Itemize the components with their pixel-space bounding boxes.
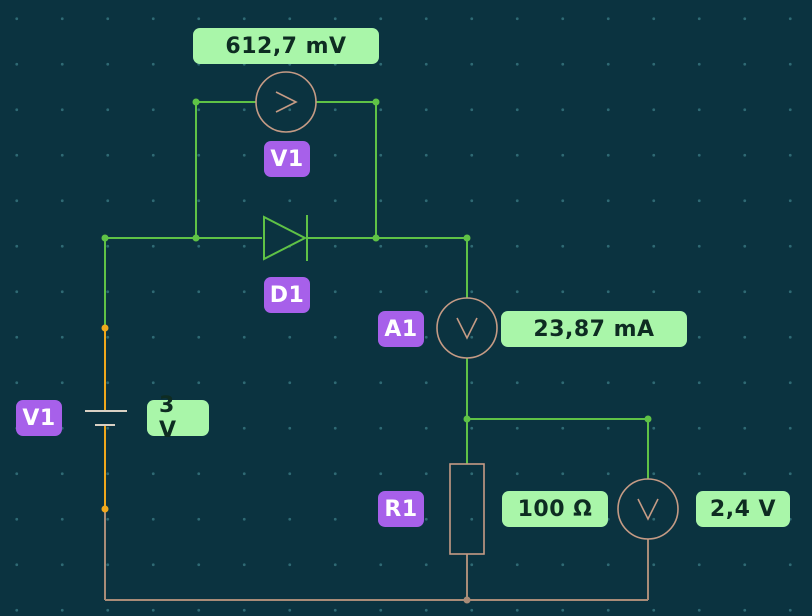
voltmeter-resistor-symbol[interactable] [617, 478, 679, 540]
resistor-name: R1 [378, 491, 424, 527]
node [372, 234, 380, 242]
node [192, 98, 200, 106]
ammeter-reading: 23,87 mA [501, 311, 687, 347]
diode-symbol[interactable] [263, 215, 308, 261]
voltmeter-resistor-reading: 2,4 V [696, 491, 790, 527]
node [463, 234, 471, 242]
node [101, 234, 109, 242]
voltmeter-diode-name: V1 [264, 141, 310, 177]
junction-nodes [101, 98, 652, 604]
wires-green [104, 101, 649, 479]
wires-brown [104, 509, 649, 601]
ammeter-name: A1 [378, 311, 424, 347]
ammeter-symbol[interactable] [436, 297, 498, 359]
voltmeter-diode-reading: 612,7 mV [193, 28, 379, 64]
resistor-value: 100 Ω [502, 491, 608, 527]
source-value: 3 V [147, 393, 209, 443]
resistor-symbol[interactable] [449, 463, 485, 555]
node [192, 234, 200, 242]
node [372, 98, 380, 106]
node [463, 415, 471, 423]
voltmeter-diode-symbol[interactable] [255, 71, 317, 133]
node [101, 324, 109, 332]
node [644, 415, 652, 423]
node [463, 596, 471, 604]
diode-name: D1 [264, 277, 310, 313]
battery-symbol[interactable] [85, 410, 127, 426]
source-name: V1 [16, 400, 62, 436]
node [101, 505, 109, 513]
